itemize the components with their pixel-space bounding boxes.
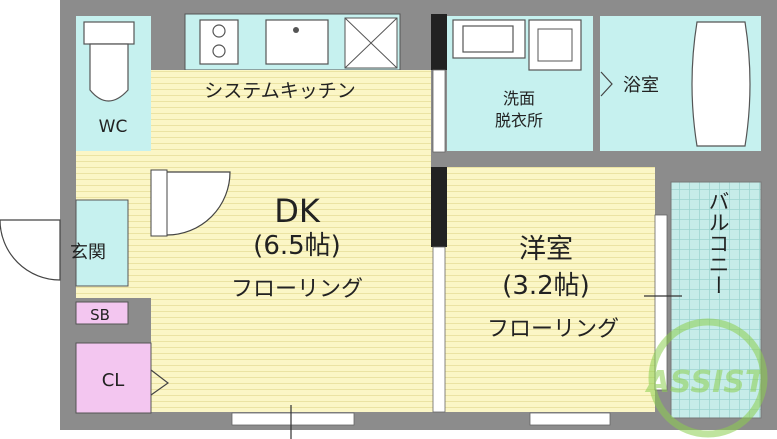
sb-label: SB (90, 306, 110, 324)
dk-door-swing (166, 171, 231, 236)
sb-storage (75, 301, 129, 325)
sliding-door (432, 69, 446, 153)
western-room (447, 167, 655, 412)
faucet-icon (293, 27, 299, 33)
bathtub-icon (691, 21, 751, 147)
balcony (670, 181, 762, 419)
kitchen-label: システムキッチン (204, 80, 355, 102)
closet (75, 342, 152, 414)
washing-machine-icon (528, 19, 582, 71)
entrance-floor (75, 199, 129, 287)
closet-door (150, 369, 170, 396)
assist-logo-text: ASSIST (645, 365, 768, 400)
dk-room (167, 70, 431, 412)
entrance-label: 玄関 (70, 242, 106, 263)
stove-icon (199, 19, 239, 65)
dk-size: (6.5帖) (253, 231, 341, 261)
balcony-label: バルコニー (706, 191, 730, 296)
western-floor: フローリング (487, 317, 619, 342)
fridge-space-icon (344, 17, 398, 69)
washroom-label-1: 洗面 (503, 89, 535, 108)
bath-door-icon (600, 71, 613, 97)
window-dk (231, 412, 355, 426)
sink-icon (265, 19, 329, 65)
window-western (529, 412, 611, 426)
dk-name: DK (274, 192, 321, 230)
partition-post (431, 14, 447, 70)
wc-label: WC (99, 117, 128, 137)
bath-label: 浴室 (623, 75, 659, 96)
sliding-door-lower (432, 246, 446, 413)
toilet-icon (83, 21, 135, 102)
assist-logo: ASSIST (645, 318, 768, 438)
washbasin-icon (452, 19, 526, 59)
western-size: (3.2帖) (502, 271, 590, 301)
washroom-label-2: 脱衣所 (495, 111, 543, 130)
western-name: 洋室 (519, 234, 573, 265)
cl-label: CL (102, 370, 125, 391)
partition-post-lower (431, 167, 447, 247)
dk-floor: フローリング (231, 277, 363, 302)
entrance-door-swing (0, 219, 61, 281)
